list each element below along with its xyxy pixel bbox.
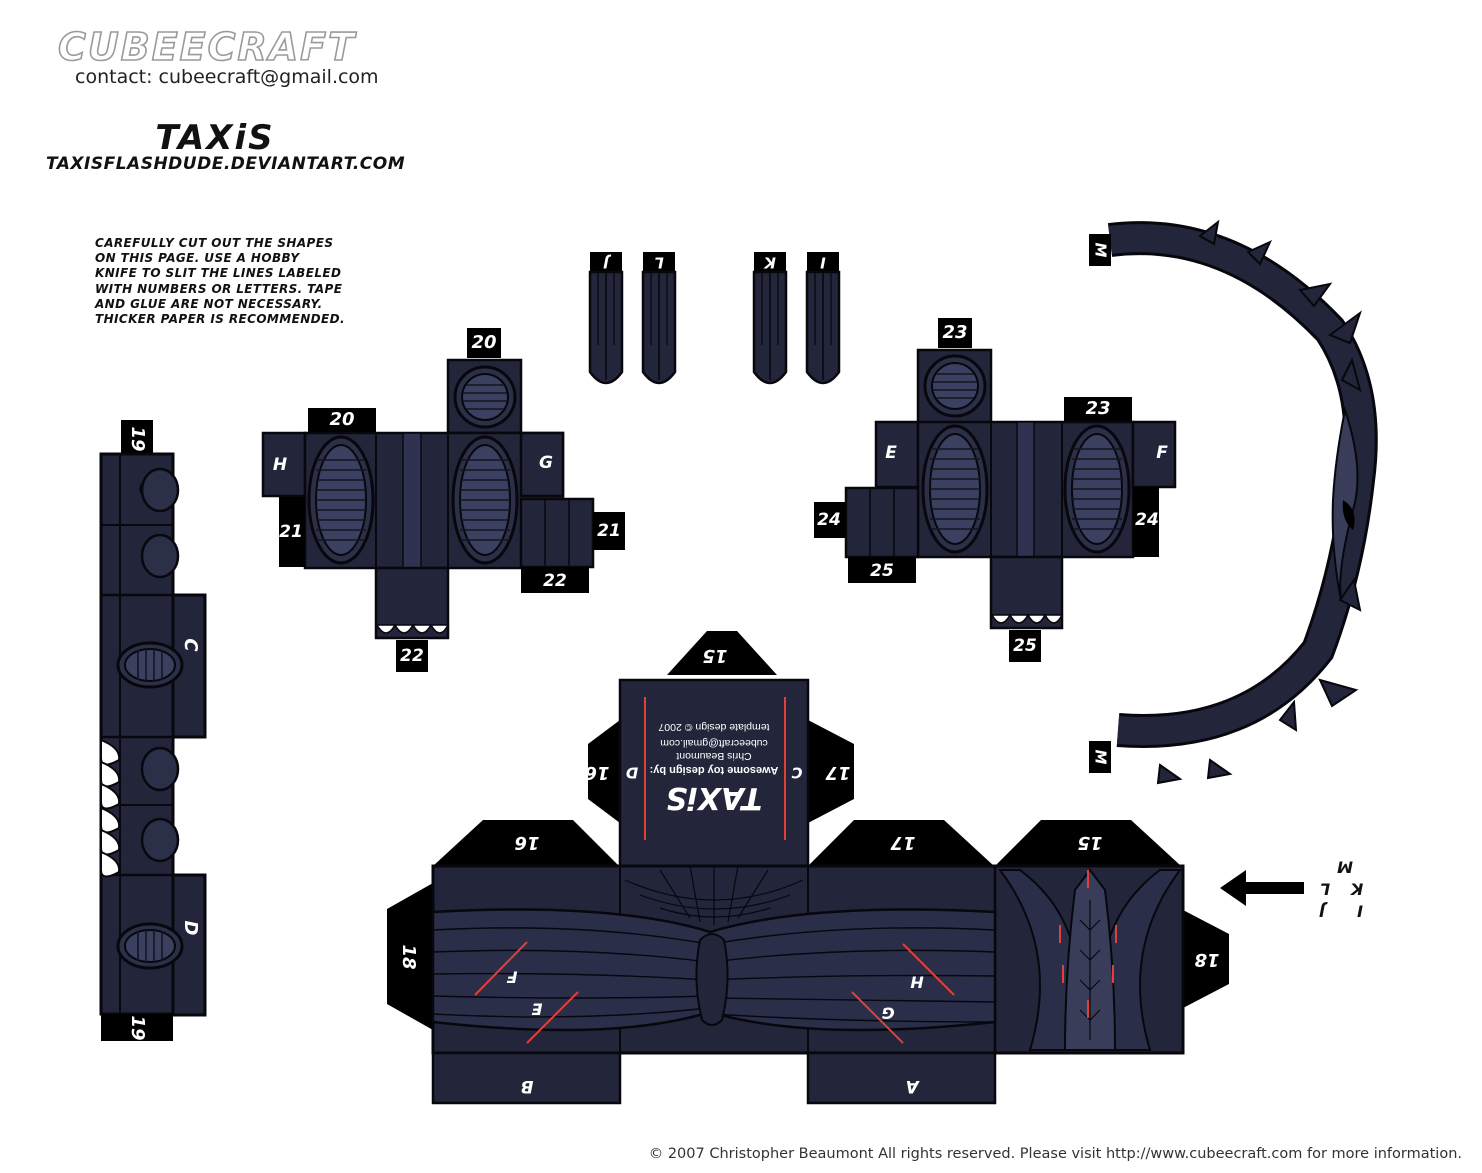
- tab-20-left: 20: [329, 409, 354, 430]
- artist-url: TAXISFLASHDUDE.DEVIANTART.COM: [46, 154, 406, 174]
- tab-15-upper: 15: [1077, 832, 1102, 853]
- arm-piece-j: J: [588, 252, 624, 385]
- key-m: M: [1337, 858, 1353, 877]
- cubeecraft-logo: CUBEECRAFT: [57, 24, 398, 71]
- tab-23-right: 23: [1085, 398, 1110, 419]
- assembly-arrow: [1220, 870, 1304, 906]
- tail-piece: M M: [1089, 219, 1378, 785]
- letter-h: H: [273, 455, 287, 475]
- tab-19-top: [121, 420, 153, 454]
- svg-text:L: L: [654, 254, 664, 272]
- svg-text:CUBEECRAFT: CUBEECRAFT: [58, 26, 357, 66]
- key-i: I: [1357, 902, 1363, 921]
- letter-c-panel: C: [791, 764, 802, 782]
- template-designer: Chris Beaumont: [676, 750, 751, 762]
- left-body-piece: 20 20 H G 21 21 22 22: [261, 328, 625, 672]
- arm-pieces: J L K I: [588, 252, 841, 385]
- tab-23-top: 23: [942, 322, 967, 343]
- svg-text:J: J: [603, 254, 612, 272]
- key-j: J: [1319, 902, 1328, 921]
- tab-21-right: 21: [597, 521, 621, 541]
- letter-h-body: H: [910, 973, 924, 992]
- tab-15-top: 15: [702, 645, 727, 666]
- tab-21-left: 21: [279, 522, 303, 542]
- tab-17-upper: 17: [890, 832, 916, 853]
- arm-piece-i: I: [805, 252, 841, 385]
- tab-24-left: 24: [817, 510, 841, 530]
- tab-18-left: 18: [398, 944, 419, 969]
- tab-16-side: 16: [584, 762, 609, 783]
- tab-25-bottom: 25: [1013, 636, 1037, 656]
- tab-19-bottom-label: 19: [127, 1015, 148, 1040]
- instructions: CAREFULLY CUT OUT THE SHAPES ON THIS PAG…: [95, 236, 345, 327]
- key-l: L: [1320, 880, 1330, 899]
- tab-25-left: 25: [870, 561, 894, 581]
- template-email: cubeecraft@gmail.com: [660, 737, 768, 749]
- tab-19-top-label: 19: [127, 426, 148, 451]
- tab-17-side: 17: [825, 762, 851, 783]
- template-design-by: Awesome toy design by:: [650, 764, 779, 776]
- tab-22-bottom: 22: [400, 646, 424, 666]
- template-title: TAXiS: [666, 780, 762, 815]
- letter-d-panel: D: [626, 764, 638, 782]
- teeth-strip: [100, 738, 121, 878]
- tab-22-right: 22: [543, 571, 567, 591]
- letter-e: E: [885, 443, 897, 463]
- letter-b: B: [521, 1076, 534, 1096]
- tab-18-right: 18: [1194, 949, 1219, 970]
- letter-f: F: [1156, 443, 1168, 463]
- letter-a: A: [905, 1076, 920, 1096]
- letter-c: C: [180, 638, 201, 652]
- letter-g: G: [539, 453, 553, 473]
- copyright-footer: © 2007 Christopher Beaumont All rights r…: [648, 1146, 1462, 1162]
- key-k: K: [1349, 880, 1363, 899]
- tab-16-upper: 16: [514, 832, 539, 853]
- right-body-piece: 23 23 E F 24 24 25 25: [814, 318, 1177, 662]
- tab-24-right: 24: [1135, 510, 1159, 530]
- contact-email: contact: cubeecraft@gmail.com: [75, 66, 379, 88]
- main-body-piece: 15 16 17 TAXiS Awesome toy design by: Ch…: [387, 631, 1229, 1105]
- character-name: TAXiS: [155, 118, 275, 158]
- template-info-panel: [618, 678, 810, 868]
- letter-f-body: F: [506, 968, 517, 987]
- letter-d: D: [180, 921, 201, 936]
- svg-text:I: I: [820, 254, 826, 272]
- tab-19-bottom: [101, 1014, 173, 1041]
- arm-piece-k: K: [752, 252, 788, 385]
- arm-piece-l: L: [641, 252, 677, 385]
- letter-m-top: M: [1092, 243, 1110, 258]
- template-note: template design © 2007: [658, 721, 769, 733]
- letter-g-body: G: [881, 1004, 894, 1023]
- svg-text:K: K: [763, 254, 776, 272]
- tab-20-top: 20: [471, 332, 496, 353]
- letter-e-body: E: [531, 1000, 542, 1019]
- letter-m-bottom: M: [1092, 750, 1110, 765]
- side-strip-piece: 19 C D 19: [99, 420, 207, 1041]
- letter-key: M L K J I: [1319, 858, 1363, 921]
